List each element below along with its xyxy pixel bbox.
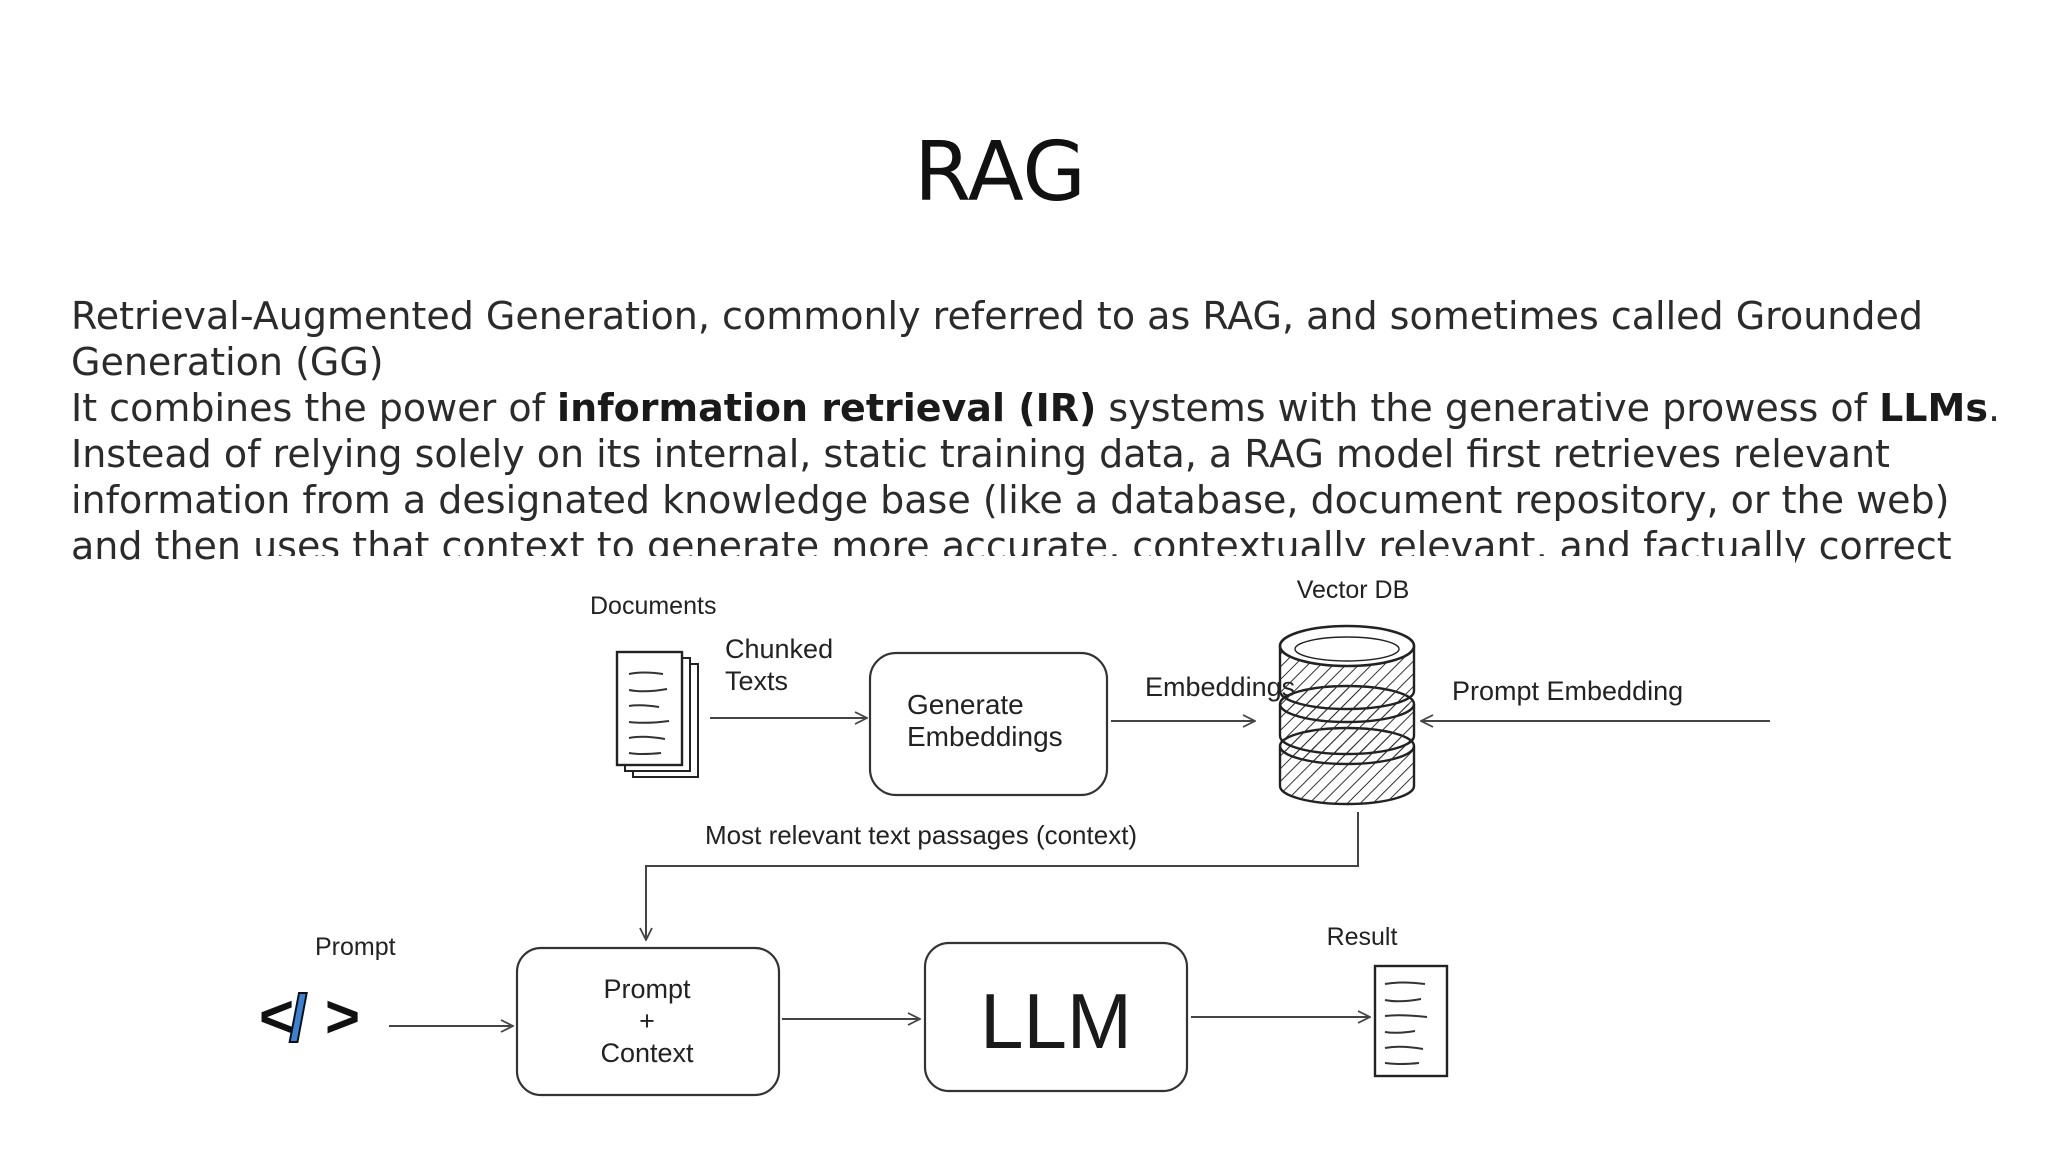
para2-bold-llms: LLMs <box>1879 386 1988 430</box>
rag-diagram: Documents Chunked Texts Generate Em <box>245 556 1795 1116</box>
vector-db-label: Vector DB <box>1297 576 1410 604</box>
chunked-texts-label-line1: Chunked <box>725 634 833 664</box>
prompt-label: Prompt <box>315 933 396 961</box>
prompt-context-line1: Prompt <box>603 974 691 1004</box>
embeddings-label: Embeddings <box>1145 672 1295 702</box>
arrow-db-to-prompt-context <box>646 812 1359 940</box>
para2-text-2: systems with the generative prowess of <box>1096 386 1880 430</box>
documents-label: Documents <box>590 592 716 620</box>
context-label: Most relevant text passages (context) <box>705 820 1137 850</box>
vector-db-icon <box>1278 624 1416 806</box>
body-text: Retrieval-Augmented Generation, commonly… <box>71 293 2001 563</box>
generate-embeddings-line1: Generate <box>907 689 1024 720</box>
generate-embeddings-line2: Embeddings <box>907 721 1063 752</box>
result-document-icon <box>1373 964 1449 1078</box>
code-glyph-left: < <box>259 983 294 1050</box>
rag-diagram-svg: Documents Chunked Texts Generate Em <box>259 576 1770 1097</box>
chunked-texts-label-line2: Texts <box>725 666 788 696</box>
paragraph-definition: Retrieval-Augmented Generation, commonly… <box>71 294 1923 384</box>
para2-text-rest: Instead of relying solely on its interna… <box>71 432 1952 563</box>
prompt-context-box <box>515 946 781 1097</box>
generate-embeddings-box <box>868 651 1109 797</box>
prompt-context-line3: Context <box>600 1038 694 1068</box>
code-glyph-slash: / <box>289 981 307 1055</box>
code-icon: < / > <box>259 980 360 1056</box>
documents-icon <box>615 650 699 778</box>
code-glyph-right: > <box>325 983 360 1050</box>
prompt-context-line2: + <box>639 1006 655 1036</box>
paragraph-description: It combines the power of information ret… <box>71 385 2001 563</box>
prompt-embedding-label: Prompt Embedding <box>1452 676 1683 706</box>
para2-bold-ir: information retrieval (IR) <box>557 386 1097 430</box>
slide-title: RAG <box>914 125 1086 220</box>
llm-label: LLM <box>980 977 1132 1065</box>
para2-text-1: It combines the power of <box>71 386 558 430</box>
result-label: Result <box>1327 923 1398 951</box>
llm-box <box>923 941 1189 1093</box>
para2-text-3: . <box>1987 386 2001 430</box>
